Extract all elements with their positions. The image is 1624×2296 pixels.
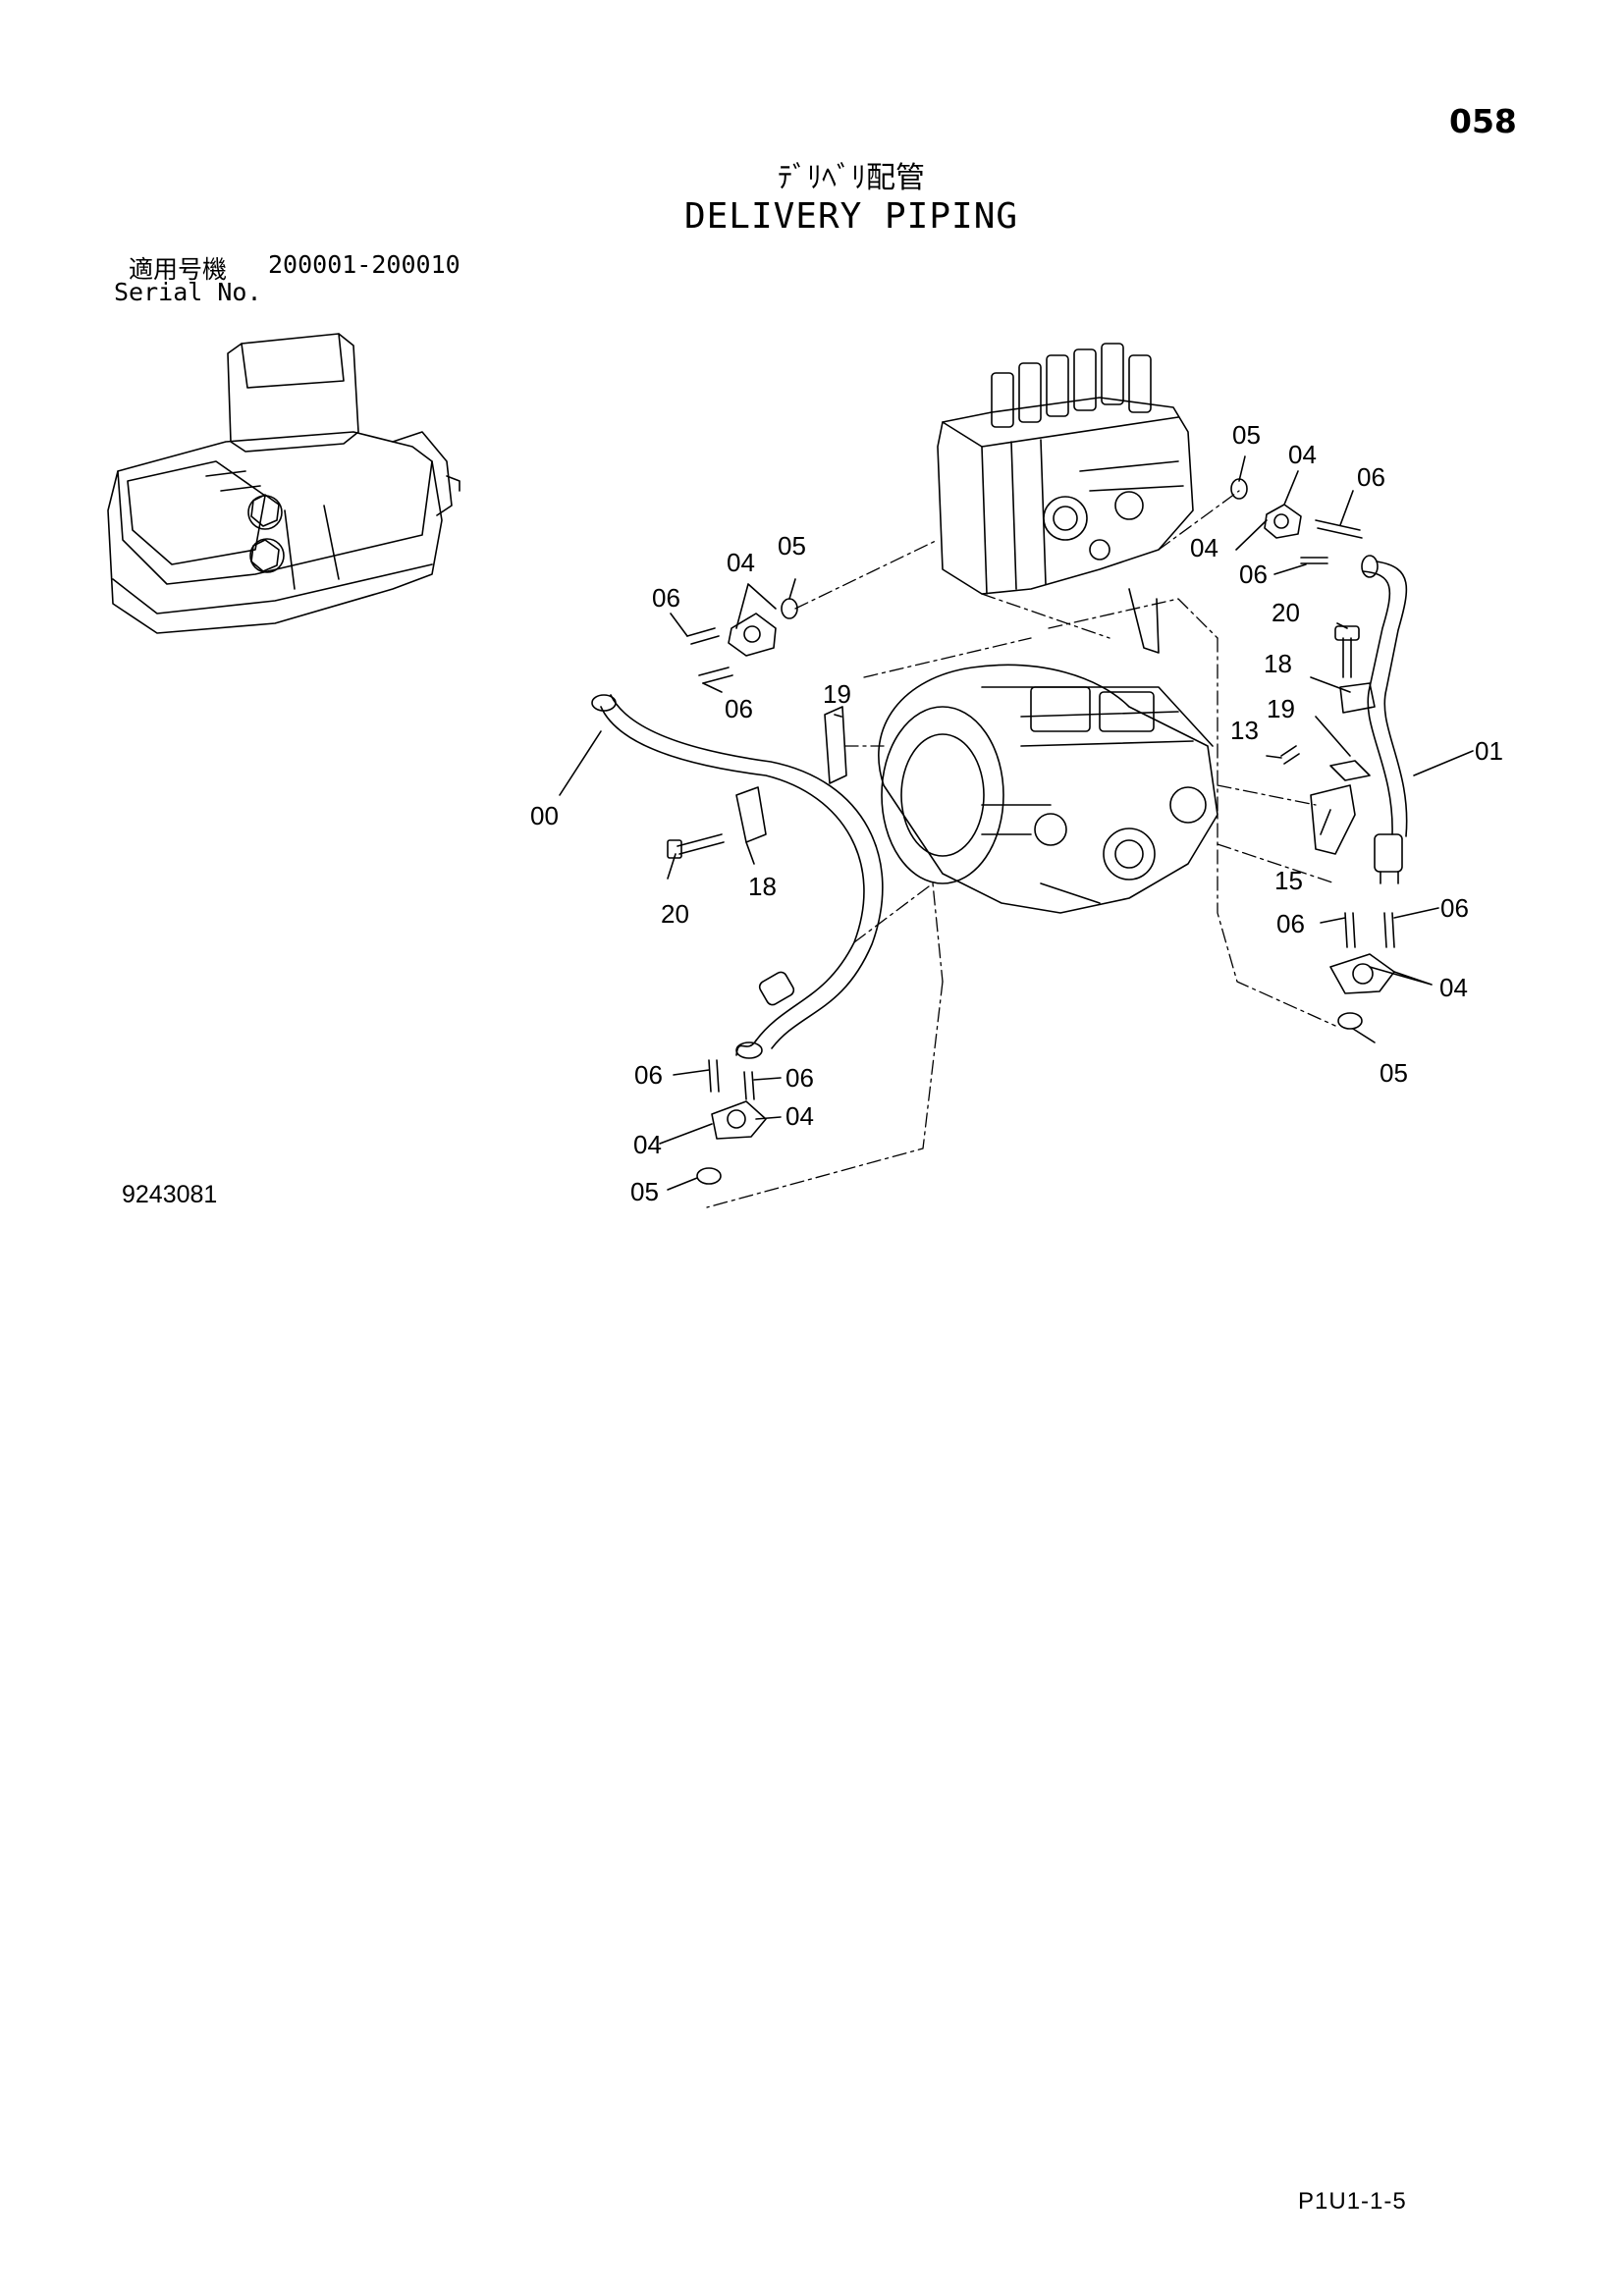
callout-06: 06 bbox=[785, 1063, 814, 1093]
machine-overview-illustration bbox=[107, 333, 460, 634]
main-pump-illustration bbox=[878, 664, 1218, 914]
callout-05: 05 bbox=[1232, 420, 1261, 450]
callout-18: 18 bbox=[1264, 649, 1292, 678]
callout-04: 04 bbox=[1288, 440, 1317, 469]
callout-00: 00 bbox=[530, 801, 559, 830]
callout-05: 05 bbox=[630, 1177, 659, 1206]
page-title-japanese: ﾃﾞﾘﾍﾞﾘ配管 bbox=[778, 161, 925, 195]
callout-13: 13 bbox=[1230, 716, 1259, 745]
callout-20: 20 bbox=[1272, 598, 1300, 627]
callout-06: 06 bbox=[1440, 893, 1469, 923]
delivery-hose-00 bbox=[591, 694, 884, 1059]
callout-20: 20 bbox=[661, 899, 689, 929]
serial-label-japanese: 適用号機 bbox=[129, 255, 228, 284]
delivery-hose-01 bbox=[1361, 555, 1408, 884]
callout-04: 04 bbox=[785, 1101, 814, 1131]
leader-lines bbox=[559, 455, 1474, 1191]
callout-04: 04 bbox=[1190, 533, 1218, 562]
callout-06: 06 bbox=[1357, 462, 1385, 492]
page-title: DELIVERY PIPING bbox=[683, 196, 1019, 237]
callout-06: 06 bbox=[1276, 909, 1305, 938]
callout-labels: 05 04 06 04 06 20 18 19 13 01 15 06 06 0… bbox=[530, 420, 1503, 1206]
callout-01: 01 bbox=[1475, 736, 1503, 766]
callout-06: 06 bbox=[652, 583, 680, 613]
page-number: 058 bbox=[1449, 102, 1517, 140]
callout-05: 05 bbox=[778, 531, 806, 561]
control-valve-illustration bbox=[937, 343, 1194, 654]
callout-04: 04 bbox=[1439, 973, 1468, 1002]
callout-06: 06 bbox=[725, 694, 753, 723]
callout-18: 18 bbox=[748, 872, 777, 901]
callout-04: 04 bbox=[633, 1130, 662, 1159]
callout-05: 05 bbox=[1380, 1058, 1408, 1088]
fittings bbox=[667, 478, 1395, 1185]
callout-06: 06 bbox=[1239, 560, 1268, 589]
serial-number-range: 200001-200010 bbox=[268, 250, 460, 279]
callout-19: 19 bbox=[823, 679, 851, 709]
page-code: P1U1-1-5 bbox=[1298, 2188, 1407, 2215]
figure-number: 9243081 bbox=[122, 1181, 218, 1208]
callout-06: 06 bbox=[634, 1060, 663, 1090]
callout-04: 04 bbox=[727, 548, 755, 577]
assembly-lines bbox=[706, 490, 1336, 1208]
serial-label: Serial No. bbox=[114, 278, 262, 306]
callout-15: 15 bbox=[1274, 866, 1303, 895]
callout-19: 19 bbox=[1267, 694, 1295, 723]
